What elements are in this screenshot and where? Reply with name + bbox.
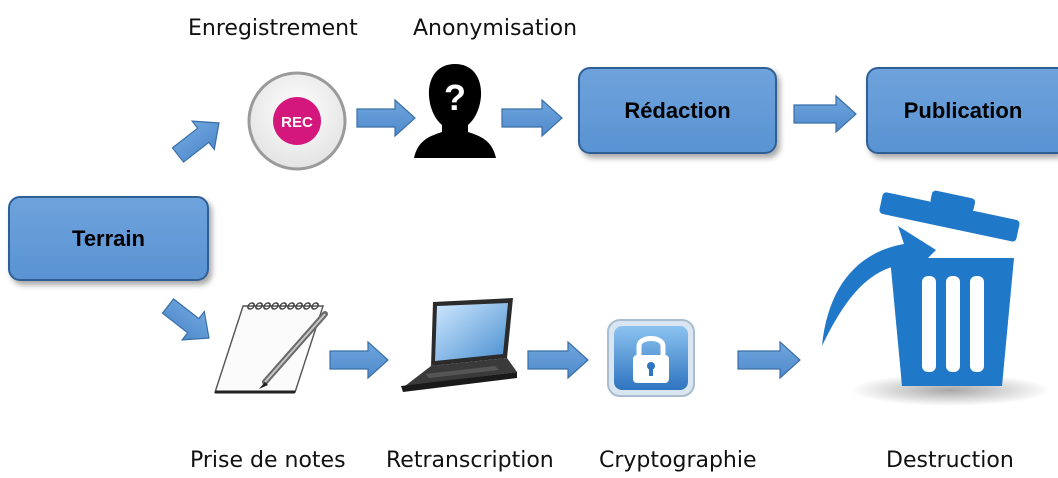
arrow-redaction-to-publication: [793, 94, 857, 134]
caption-enregistrement: Enregistrement: [188, 16, 358, 41]
anonymous-person-icon: ?: [414, 64, 496, 158]
caption-anonymisation: Anonymisation: [413, 16, 578, 41]
arrow-rec-to-anon: [356, 98, 416, 138]
trash-icon: [822, 190, 1050, 406]
arrow-anon-to-redaction: [501, 98, 563, 138]
laptop-icon: [401, 298, 517, 392]
publication-node: Publication: [866, 67, 1058, 154]
rec-text: REC: [281, 114, 313, 131]
terrain-label: Terrain: [72, 225, 145, 251]
arrow-terrain-to-rec: [171, 120, 220, 163]
arrow-crypto-to-destruction: [737, 340, 801, 380]
notepad-icon: [214, 302, 328, 394]
arrow-notes-to-laptop: [329, 340, 389, 380]
arrow-terrain-to-notes: [161, 298, 210, 341]
redaction-node: Rédaction: [578, 67, 777, 154]
question-mark: ?: [444, 77, 466, 118]
redaction-label: Rédaction: [624, 97, 731, 123]
caption-cryptographie: Cryptographie: [599, 448, 757, 473]
lock-icon: [607, 319, 695, 397]
caption-retranscription: Retranscription: [386, 448, 554, 473]
caption-destruction: Destruction: [886, 448, 1014, 473]
arrow-laptop-to-crypto: [527, 340, 589, 380]
publication-label: Publication: [903, 97, 1023, 123]
caption-prise-de-notes: Prise de notes: [190, 448, 346, 473]
terrain-node: Terrain: [8, 196, 209, 281]
record-icon: REC: [247, 71, 347, 171]
